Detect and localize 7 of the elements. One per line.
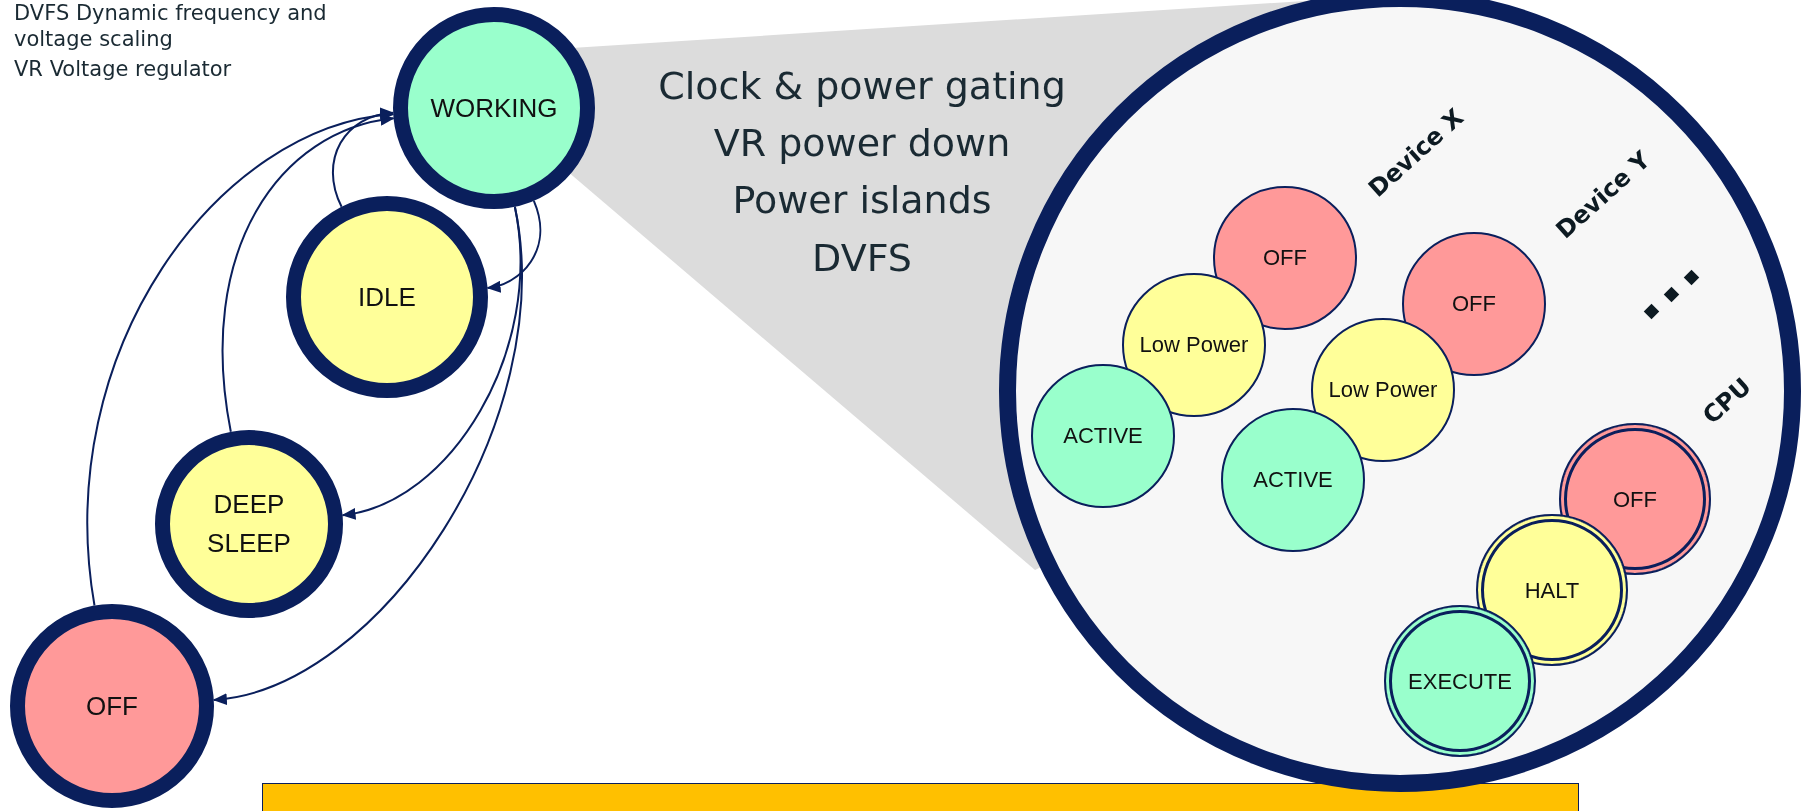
technique-label: DVFS	[812, 235, 912, 282]
abbreviation-note: VR Voltage regulator	[14, 56, 232, 82]
technique-label: Power islands	[732, 177, 992, 224]
banner-bar	[261, 783, 1579, 811]
technique-label: Clock & power gating	[658, 63, 1066, 110]
technique-label: VR power down	[713, 120, 1011, 167]
abbreviation-note: DVFS Dynamic frequency and voltage scaling	[14, 0, 328, 52]
